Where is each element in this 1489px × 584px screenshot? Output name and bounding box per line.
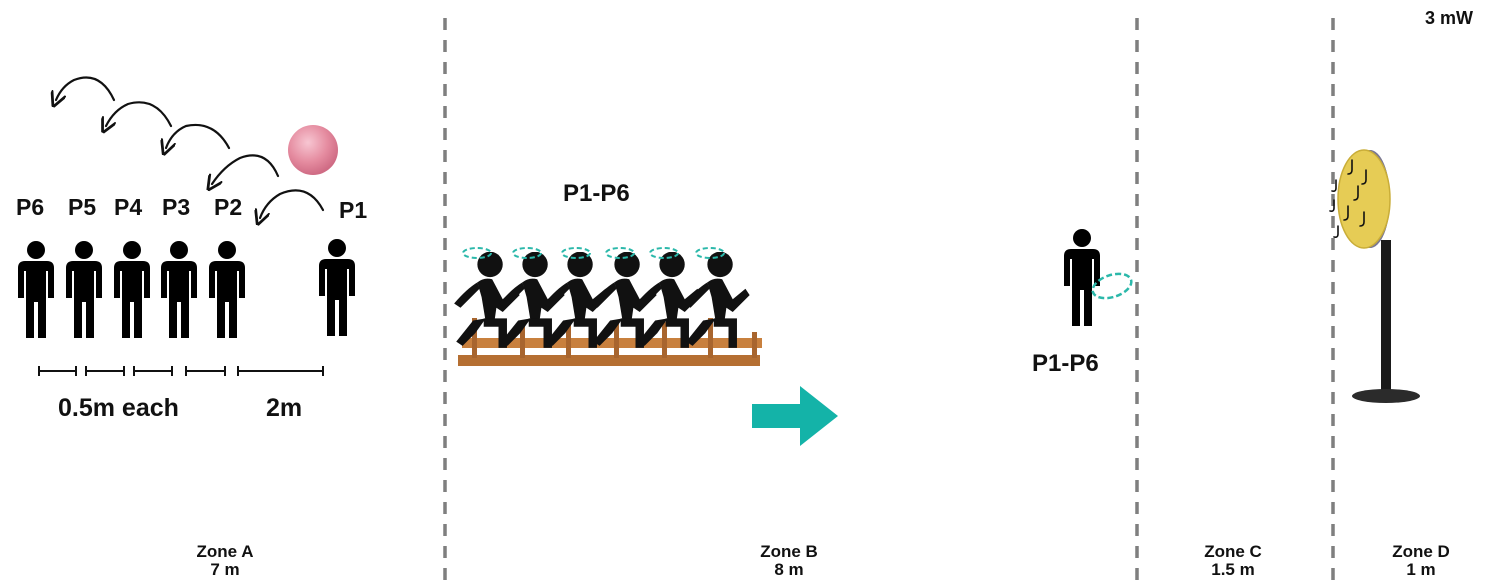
distance-brackets bbox=[38, 366, 324, 376]
bracket bbox=[133, 366, 173, 376]
person-icon bbox=[161, 241, 197, 338]
bench bbox=[458, 318, 762, 366]
person-icon bbox=[209, 241, 245, 338]
target-stand bbox=[1352, 240, 1420, 403]
zone-b-name: Zone B bbox=[760, 542, 818, 561]
person-icon bbox=[319, 239, 355, 336]
pass-arrow bbox=[260, 189, 325, 218]
seated-person-icon bbox=[684, 252, 750, 348]
pass-arrow bbox=[166, 123, 231, 148]
zone-b-footer: Zone B 8 m bbox=[719, 543, 859, 579]
person-label-p1: P1 bbox=[339, 197, 368, 223]
pass-arrow bbox=[56, 76, 116, 101]
zone-a-name: Zone A bbox=[196, 542, 254, 561]
person-label-p2: P2 bbox=[214, 194, 243, 220]
bracket bbox=[38, 366, 77, 376]
zone-d-length: 1 m bbox=[1406, 560, 1436, 579]
zone-a-length: 7 m bbox=[210, 560, 240, 579]
person-label-p6: P6 bbox=[16, 194, 45, 220]
person-label-p4: P4 bbox=[114, 194, 143, 220]
halo-rings bbox=[462, 247, 725, 259]
person-icon bbox=[114, 241, 150, 338]
halo-ring-icon bbox=[462, 247, 492, 259]
zone-b-length: 8 m bbox=[774, 560, 804, 579]
halo-ring-icon bbox=[512, 247, 542, 259]
zone-d-footer: Zone D 1 m bbox=[1351, 543, 1489, 579]
person-label-p3: P3 bbox=[162, 194, 191, 220]
ring-icon bbox=[1091, 272, 1133, 300]
bracket bbox=[237, 366, 324, 376]
bracket bbox=[185, 366, 226, 376]
halo-ring-icon bbox=[649, 247, 679, 259]
halo-ring-icon bbox=[605, 247, 635, 259]
zone-c-length: 1.5 m bbox=[1211, 560, 1255, 579]
person-icon bbox=[1064, 229, 1100, 326]
pass-arrow bbox=[212, 154, 280, 184]
zone-c-name: Zone C bbox=[1204, 542, 1262, 561]
spacing-label: 0.5m each bbox=[58, 394, 179, 422]
pass-arrows bbox=[56, 76, 325, 219]
zone-d-name: Zone D bbox=[1392, 542, 1450, 561]
bracket bbox=[85, 366, 125, 376]
person-icon bbox=[18, 241, 54, 338]
target-icon bbox=[1329, 149, 1391, 249]
halo-ring-icon bbox=[561, 247, 591, 259]
direction-arrow-icon bbox=[752, 386, 838, 446]
zone-c-footer: Zone C 1.5 m bbox=[1163, 543, 1303, 579]
person-icon bbox=[66, 241, 102, 338]
zone-a-footer: Zone A 7 m bbox=[155, 543, 295, 579]
person-label-p5: P5 bbox=[68, 194, 97, 220]
group-label-zone-b: P1-P6 bbox=[563, 180, 630, 207]
gap-label: 2m bbox=[266, 394, 303, 422]
ball bbox=[288, 125, 338, 175]
group-label-zone-c: P1-P6 bbox=[1032, 350, 1099, 377]
power-label: 3 mW bbox=[1425, 8, 1474, 28]
pass-arrow bbox=[106, 101, 173, 126]
halo-ring-icon bbox=[695, 247, 725, 259]
seated-group bbox=[454, 252, 750, 348]
